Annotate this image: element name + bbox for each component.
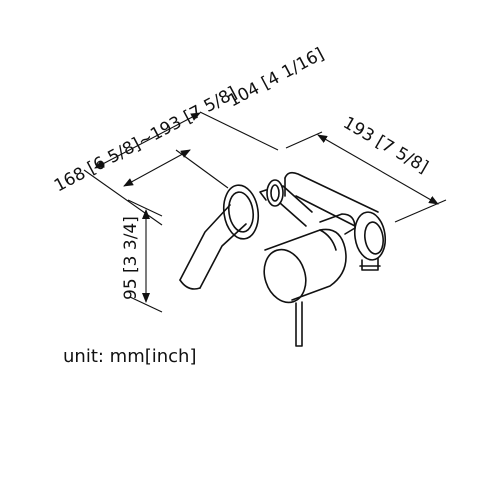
spout-lower-edge: [199, 223, 247, 289]
extension-line: [285, 131, 323, 149]
nut-inner: [270, 184, 280, 202]
flange-inner: [227, 191, 255, 233]
elbow-outlet: [361, 257, 379, 271]
flange-outer: [222, 184, 260, 240]
extension-line: [127, 199, 163, 217]
unit-label: unit: mm[inch]: [63, 346, 197, 367]
nut-edge: [259, 189, 267, 201]
extension-line: [129, 296, 163, 313]
body-length-label: 193 [7 5/8]: [340, 113, 432, 178]
spout-upper-edge: [179, 204, 231, 281]
mixer-body: [264, 228, 347, 301]
height-label: 95 [3 3/4]: [121, 216, 141, 300]
elbow-outer: [353, 211, 387, 261]
extension-line: [175, 149, 229, 189]
spout-length-dimension: [123, 149, 191, 187]
mixer-ring: [319, 229, 337, 251]
mixer-hub: [319, 213, 356, 235]
depth-range-label: 168 [6 5/8]~193 [7 5/8]: [51, 83, 240, 196]
body-length-dimension: [317, 134, 439, 205]
faucet-outline: [179, 171, 387, 347]
body-rail-top: [284, 171, 379, 213]
connector-pipe: [279, 185, 313, 227]
extension-line: [394, 199, 447, 223]
extension-line: [199, 111, 279, 151]
elbow-inner: [364, 221, 384, 255]
spout-tip: [179, 279, 201, 290]
mixer-cap: [263, 248, 307, 304]
body-rail-bottom: [295, 195, 356, 227]
spout-length-label: 104 [4 1/16]: [225, 44, 328, 111]
depth-range-dimension: [94, 112, 201, 169]
dimension-lines: [83, 111, 447, 313]
nut-outer: [266, 179, 284, 207]
lever-handle: [295, 301, 303, 347]
